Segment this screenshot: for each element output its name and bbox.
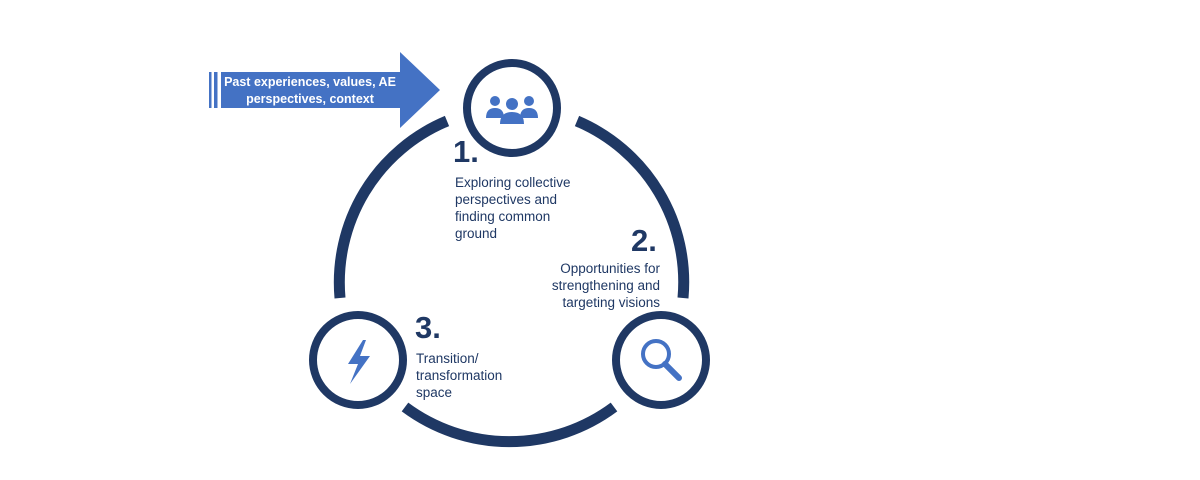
node-3-circle — [309, 311, 407, 409]
people-group-icon — [486, 96, 538, 124]
step-2-description: Opportunities for strengthening and targ… — [520, 260, 660, 311]
step-2-line-1: Opportunities for — [560, 261, 660, 276]
step-3-line-2: transformation — [416, 368, 503, 383]
lightning-bolt-icon — [348, 340, 370, 384]
step-1-line-4: ground — [455, 226, 498, 241]
step-3-number: 3. — [415, 310, 441, 345]
step-1-line-2: perspectives and — [455, 192, 558, 207]
input-arrow — [209, 52, 440, 128]
ring-arc-3-to-1 — [333, 115, 450, 299]
step-1-number: 1. — [453, 134, 479, 169]
step-2-line-2: strengthening and — [551, 278, 660, 293]
step-2-line-3: targeting visions — [562, 295, 660, 310]
step-3-line-1: Transition/ — [416, 351, 479, 366]
input-arrow-label-line-2: perspectives, context — [246, 92, 374, 106]
step-1-line-3: finding common — [455, 209, 551, 224]
node-2-circle — [612, 311, 710, 409]
ring-arc-1-to-2 — [574, 115, 690, 299]
step-3-line-3: space — [416, 385, 453, 400]
step-2-number: 2. — [631, 223, 657, 258]
step-1-line-1: Exploring collective — [455, 175, 571, 190]
input-arrow-label-line-1: Past experiences, values, AE — [224, 75, 396, 89]
step-1-description: Exploring collective perspectives and fi… — [455, 174, 615, 242]
node-1-circle — [463, 59, 561, 157]
input-arrow-label: Past experiences, values, AE perspective… — [222, 74, 398, 108]
magnifier-icon — [641, 339, 682, 381]
step-3-description: Transition/ transformation space — [416, 350, 546, 401]
ring-arc-2-to-3 — [401, 402, 618, 448]
